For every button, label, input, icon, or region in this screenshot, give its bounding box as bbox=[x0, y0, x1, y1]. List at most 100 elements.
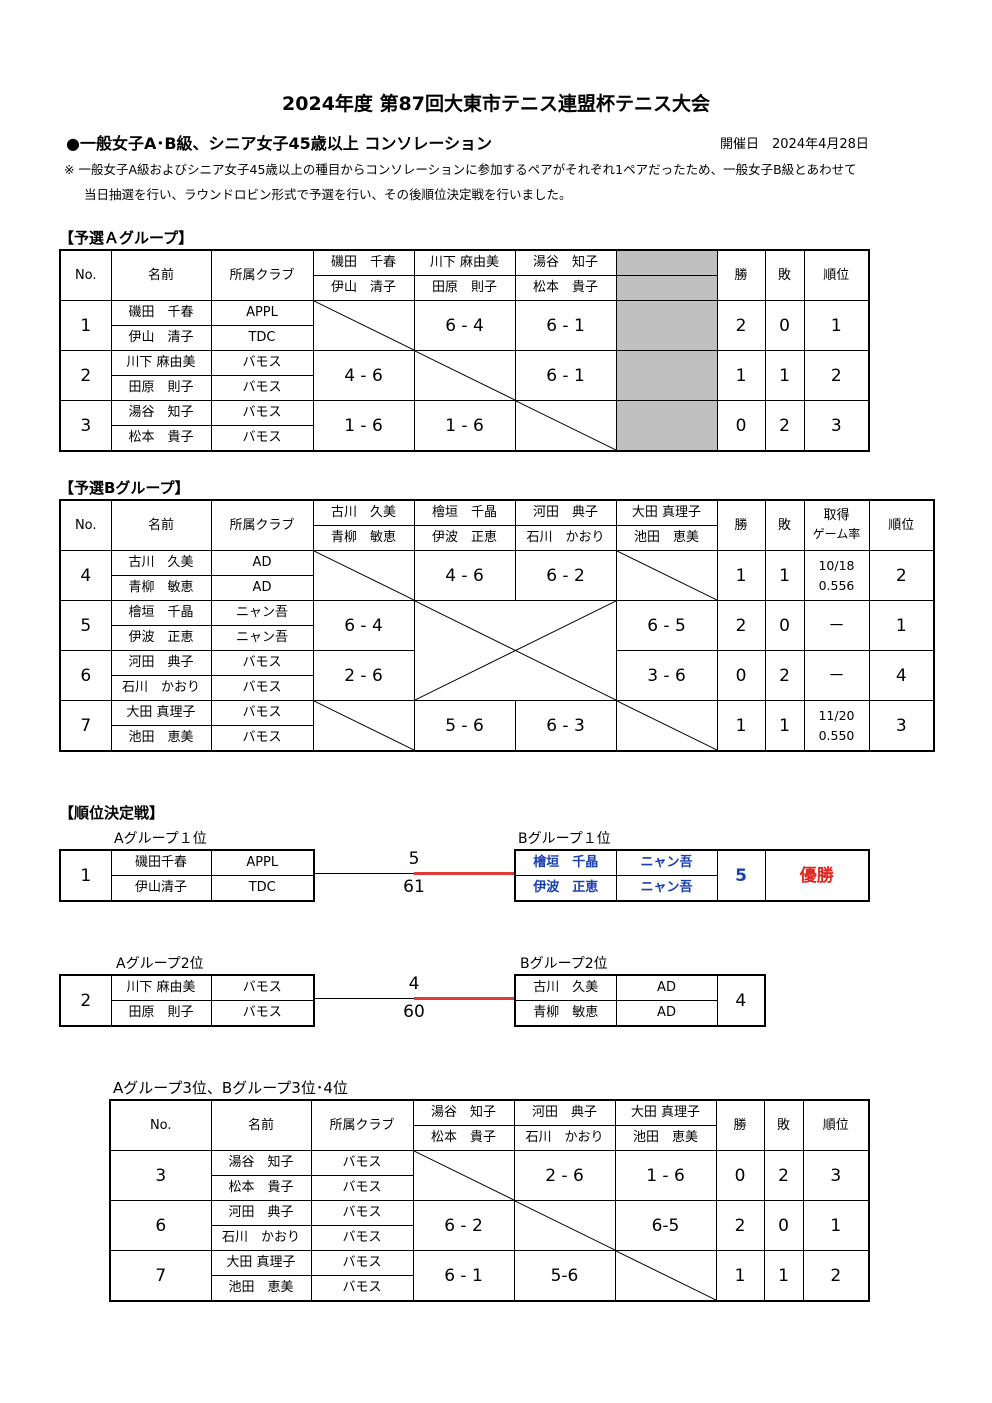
no-match-cell bbox=[312, 700, 415, 752]
header-no: No. bbox=[109, 1099, 212, 1151]
player-club: バモス bbox=[210, 400, 314, 426]
match-score: 4 - 6 bbox=[413, 550, 516, 601]
player-name: 石川 かおり bbox=[210, 1225, 312, 1251]
match2-label-a: Aグループ2位 bbox=[116, 956, 204, 972]
game-rate: － bbox=[803, 650, 870, 701]
losses: 1 bbox=[763, 1250, 804, 1302]
game-rate: － bbox=[803, 600, 870, 651]
wins: 2 bbox=[716, 600, 766, 651]
wins: 0 bbox=[716, 650, 766, 701]
player-club: バモス bbox=[210, 425, 314, 452]
player-club: AD bbox=[210, 550, 314, 576]
player-name: 湯谷 知子 bbox=[210, 1150, 312, 1176]
match2-score-top: 4 bbox=[408, 974, 420, 994]
row-no: 1 bbox=[59, 300, 112, 351]
losses: 2 bbox=[764, 400, 805, 452]
player-club: バモス bbox=[210, 725, 314, 752]
losses: 2 bbox=[764, 650, 805, 701]
self-match-cell bbox=[513, 1200, 616, 1251]
player-name: 磯田 千春 bbox=[110, 300, 212, 326]
match-score: 5-6 bbox=[513, 1250, 616, 1302]
match1-team-b-score: 5 bbox=[716, 849, 766, 902]
row-no: 4 bbox=[59, 550, 112, 601]
self-match-cell bbox=[412, 1150, 515, 1201]
player-name: 池田 恵美 bbox=[110, 725, 212, 752]
match-score: 6 - 1 bbox=[514, 300, 617, 351]
col-player: 大田 真理子 bbox=[614, 1099, 717, 1126]
player-name: 川下 麻由美 bbox=[110, 974, 212, 1001]
col-player: 伊波 正恵 bbox=[413, 525, 516, 551]
wins: 2 bbox=[716, 300, 766, 351]
col-player: 伊山 清子 bbox=[312, 275, 415, 301]
game-rate-fraction: 10/18 bbox=[818, 557, 855, 573]
header-club: 所属クラブ bbox=[210, 499, 314, 551]
note-line-2: 当日抽選を行い、ラウンドロビン形式で予選を行い、その後順位決定戦を行いました。 bbox=[84, 187, 572, 202]
rank: 1 bbox=[803, 300, 870, 351]
wins: 1 bbox=[716, 700, 766, 752]
bracket-line-winner bbox=[414, 997, 514, 1000]
match1-score-top: 5 bbox=[408, 849, 420, 869]
player-club: バモス bbox=[310, 1275, 414, 1302]
group-b-heading: 【予選Bグループ】 bbox=[59, 479, 190, 497]
empty-cell bbox=[615, 400, 718, 452]
col-player: 松本 貴子 bbox=[412, 1125, 515, 1151]
wins: 1 bbox=[716, 350, 766, 401]
header-loss: 敗 bbox=[764, 249, 805, 301]
col-player: 湯谷 知子 bbox=[412, 1099, 515, 1126]
player-club: バモス bbox=[210, 350, 314, 376]
losses: 0 bbox=[764, 300, 805, 351]
row-no: 7 bbox=[109, 1250, 212, 1302]
col-player: 田原 則子 bbox=[413, 275, 516, 301]
header-game-rate: 取得ゲーム率 bbox=[803, 499, 870, 551]
col-player: 檜垣 千晶 bbox=[413, 499, 516, 526]
header-rank: 順位 bbox=[868, 499, 935, 551]
empty-cell bbox=[615, 350, 718, 401]
player-club: AD bbox=[615, 1000, 718, 1027]
note-line-1: ※ 一般女子A級およびシニア女子45歳以上の種目からコンソレーションに参加するペ… bbox=[64, 162, 857, 177]
losses: 0 bbox=[763, 1200, 804, 1251]
header-win: 勝 bbox=[716, 249, 766, 301]
player-name: 青柳 敏恵 bbox=[514, 1000, 617, 1027]
match-score: 6 - 4 bbox=[413, 300, 516, 351]
player-club: バモス bbox=[310, 1200, 414, 1226]
player-name: 檜垣 千晶 bbox=[514, 849, 617, 876]
col-player: 河田 典子 bbox=[514, 499, 617, 526]
player-club: APPL bbox=[210, 849, 315, 876]
champion-label: 優勝 bbox=[764, 849, 870, 902]
match-score: 1 - 6 bbox=[312, 400, 415, 452]
rank: 1 bbox=[802, 1200, 870, 1251]
header-rate-line1: 取得 bbox=[823, 508, 850, 523]
match2-team-b-score: 4 bbox=[716, 974, 766, 1027]
event-date: 開催日 2024年4月28日 bbox=[720, 137, 869, 152]
group-a-table: No. 名前 所属クラブ 磯田 千春 川下 麻由美 湯谷 知子 勝 敗 順位 伊… bbox=[59, 249, 870, 452]
rank: 1 bbox=[868, 600, 935, 651]
match-score: 1 - 6 bbox=[413, 400, 516, 452]
player-name: 磯田千春 bbox=[110, 849, 212, 876]
player-name: 湯谷 知子 bbox=[110, 400, 212, 426]
empty-cell bbox=[615, 300, 718, 351]
header-name: 名前 bbox=[110, 499, 212, 551]
player-name: 伊山清子 bbox=[110, 875, 212, 902]
match-score: 6 - 1 bbox=[514, 350, 617, 401]
match-score: 4 - 6 bbox=[312, 350, 415, 401]
losses: 1 bbox=[764, 550, 805, 601]
col-player: 池田 恵美 bbox=[614, 1125, 717, 1151]
game-rate-value: 0.550 bbox=[818, 727, 855, 743]
bracket-line-a bbox=[313, 873, 414, 874]
player-club: ニャン吾 bbox=[210, 625, 314, 651]
col-player: 大田 真理子 bbox=[615, 499, 718, 526]
player-name: 大田 真理子 bbox=[210, 1250, 312, 1276]
match-no: 1 bbox=[59, 849, 112, 902]
col-player: 磯田 千春 bbox=[312, 249, 415, 276]
player-name: 池田 恵美 bbox=[210, 1275, 312, 1302]
wins: 0 bbox=[716, 400, 766, 452]
wins: 1 bbox=[716, 550, 766, 601]
player-name: 河田 典子 bbox=[110, 650, 212, 676]
match1-team-a: 1 磯田千春 APPL 伊山清子 TDC bbox=[59, 849, 315, 902]
header-rate-line2: ゲーム率 bbox=[812, 527, 861, 541]
player-name: 石川 かおり bbox=[110, 675, 212, 701]
header-rank: 順位 bbox=[802, 1099, 870, 1151]
col-player: 池田 恵美 bbox=[615, 525, 718, 551]
